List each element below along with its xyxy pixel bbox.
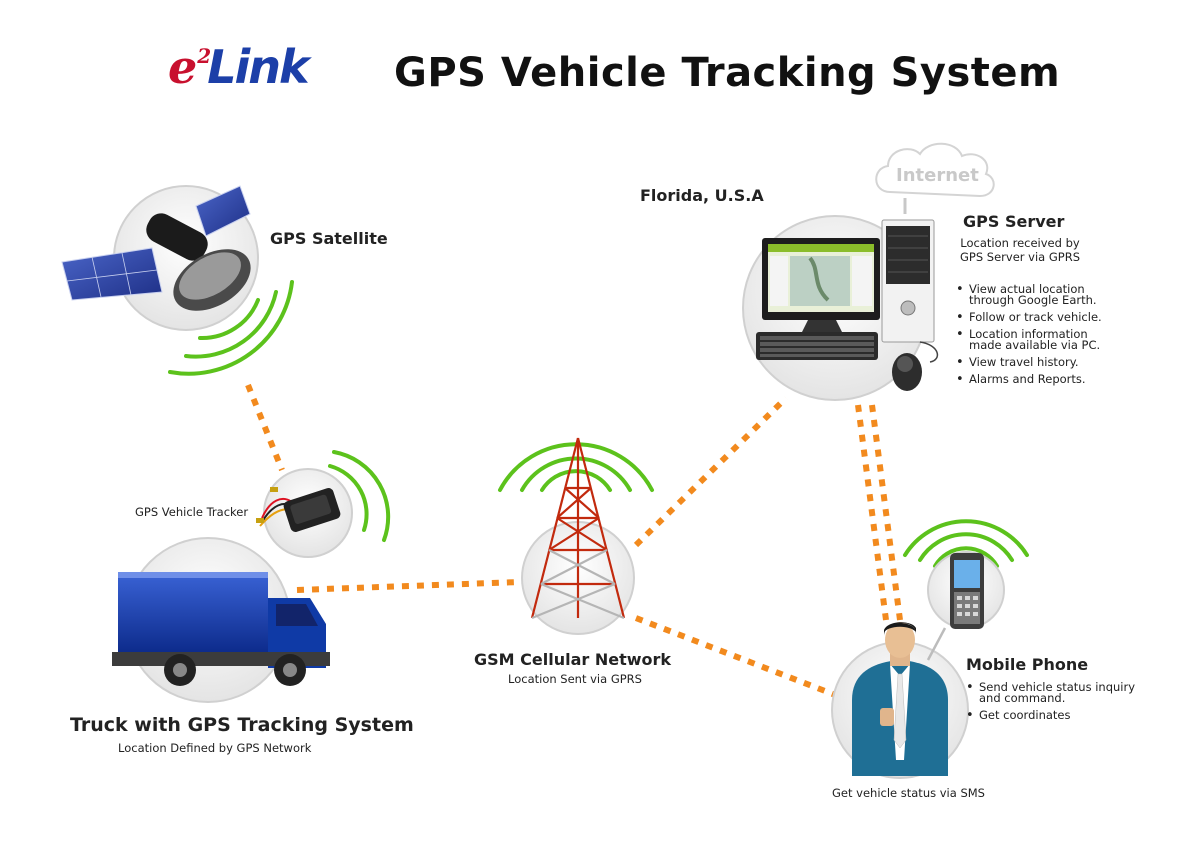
signal-phone-3 xyxy=(903,519,1029,557)
server-sublabel-1: Location received by xyxy=(960,236,1080,250)
logo-name: Link xyxy=(207,40,309,94)
internet-label: Internet xyxy=(896,165,979,186)
cell-tower-icon xyxy=(530,437,626,620)
satellite-label: GPS Satellite xyxy=(270,229,388,248)
link-truck-tower xyxy=(296,579,521,593)
signal-satellite-2 xyxy=(184,290,278,359)
user-person-icon xyxy=(852,622,948,776)
phone-feature-list: Send vehicle status inquiry and command.… xyxy=(966,681,1141,727)
connections xyxy=(245,383,903,699)
signal-satellite-3 xyxy=(168,280,294,376)
phone-connector xyxy=(926,627,947,661)
signal-tower-1 xyxy=(540,469,612,492)
link-satellite-tracker xyxy=(245,383,285,472)
user-sublabel: Get vehicle status via SMS xyxy=(832,786,985,800)
server-feature-list: View actual location through Google Eart… xyxy=(956,283,1121,391)
link-server-user-a xyxy=(855,404,889,621)
signal-phone-1 xyxy=(933,546,999,568)
logo-prefix: e xyxy=(168,40,198,94)
logo-superscript: 2 xyxy=(197,43,212,68)
server-feature-item: Alarms and Reports. xyxy=(956,373,1121,385)
signal-tracker-2 xyxy=(328,464,369,532)
truck-sublabel: Location Defined by GPS Network xyxy=(118,741,312,755)
signal-tower-3 xyxy=(498,442,654,492)
internet-cloud-icon xyxy=(875,142,995,198)
server-feature-item: Location information made available via … xyxy=(956,328,1121,351)
server-computer-icon xyxy=(756,219,939,391)
link-server-user-b xyxy=(869,404,903,621)
phone-feature-item: Get coordinates xyxy=(966,709,1141,721)
signal-tracker-3 xyxy=(332,450,391,542)
phone-label: Mobile Phone xyxy=(966,655,1089,674)
satellite-icon xyxy=(61,185,251,311)
server-feature-item: View travel history. xyxy=(956,356,1121,368)
e2link-logo: e2Link xyxy=(168,43,310,90)
signal-phone-2 xyxy=(918,532,1014,562)
link-tower-server xyxy=(633,395,789,548)
server-feature-item: Follow or track vehicle. xyxy=(956,311,1121,323)
page-title: GPS Vehicle Tracking System xyxy=(394,50,1061,96)
tracker-label: GPS Vehicle Tracker xyxy=(135,505,249,519)
location-label: Florida, U.S.A xyxy=(640,186,764,205)
network-label: GSM Cellular Network xyxy=(474,650,672,669)
server-label: GPS Server xyxy=(963,212,1065,231)
server-sublabel-2: GPS Server via GPRS xyxy=(959,250,1080,264)
phone-feature-item: Send vehicle status inquiry and command. xyxy=(966,681,1141,704)
truck-label: Truck with GPS Tracking System xyxy=(70,714,414,736)
signal-satellite-1 xyxy=(198,298,260,341)
signal-tower-2 xyxy=(520,456,632,492)
truck-icon xyxy=(112,572,330,686)
mobile-phone-icon xyxy=(950,553,984,629)
link-tower-user xyxy=(634,615,840,699)
network-sublabel: Location Sent via GPRS xyxy=(508,672,642,686)
tracker-device-icon xyxy=(256,487,341,532)
server-feature-item: View actual location through Google Eart… xyxy=(956,283,1121,306)
